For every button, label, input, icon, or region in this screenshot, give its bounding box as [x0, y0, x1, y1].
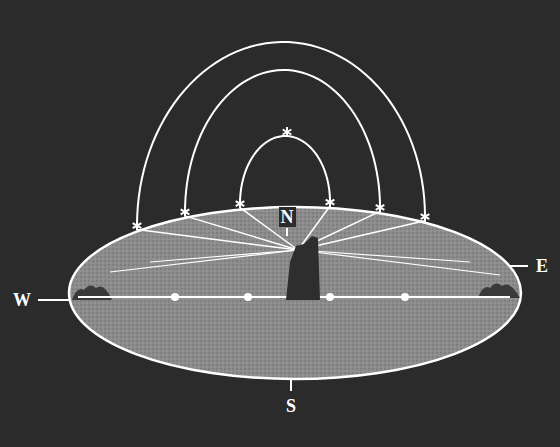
observer-figure — [286, 236, 320, 300]
compass-label: W — [11, 290, 33, 310]
star-symbol — [326, 197, 335, 207]
compass-tick — [286, 228, 288, 236]
star-symbol — [421, 212, 430, 222]
compass-label: N — [279, 207, 296, 227]
compass-tick — [510, 265, 528, 267]
horizon-dot — [171, 293, 179, 301]
star-path-arc — [185, 70, 380, 212]
compass-label: E — [534, 256, 550, 276]
compass-label: S — [284, 396, 298, 416]
horizon-ellipse — [69, 207, 521, 379]
sight-line — [240, 208, 298, 250]
sight-line — [150, 250, 298, 262]
horizon-dot — [326, 293, 334, 301]
sight-line — [298, 250, 500, 275]
tree-silhouette — [478, 283, 520, 298]
sight-line — [110, 250, 298, 272]
star-symbol — [133, 221, 142, 231]
star-symbol — [283, 127, 292, 137]
star-symbol — [236, 199, 245, 209]
compass-tick — [38, 299, 69, 301]
star-path-arc — [240, 136, 330, 204]
compass-tick — [290, 379, 292, 391]
star-path-arc — [137, 42, 425, 226]
star-symbol — [376, 202, 385, 212]
horizon-dot — [401, 293, 409, 301]
horizon-dot — [244, 293, 252, 301]
star-symbol — [181, 207, 190, 217]
